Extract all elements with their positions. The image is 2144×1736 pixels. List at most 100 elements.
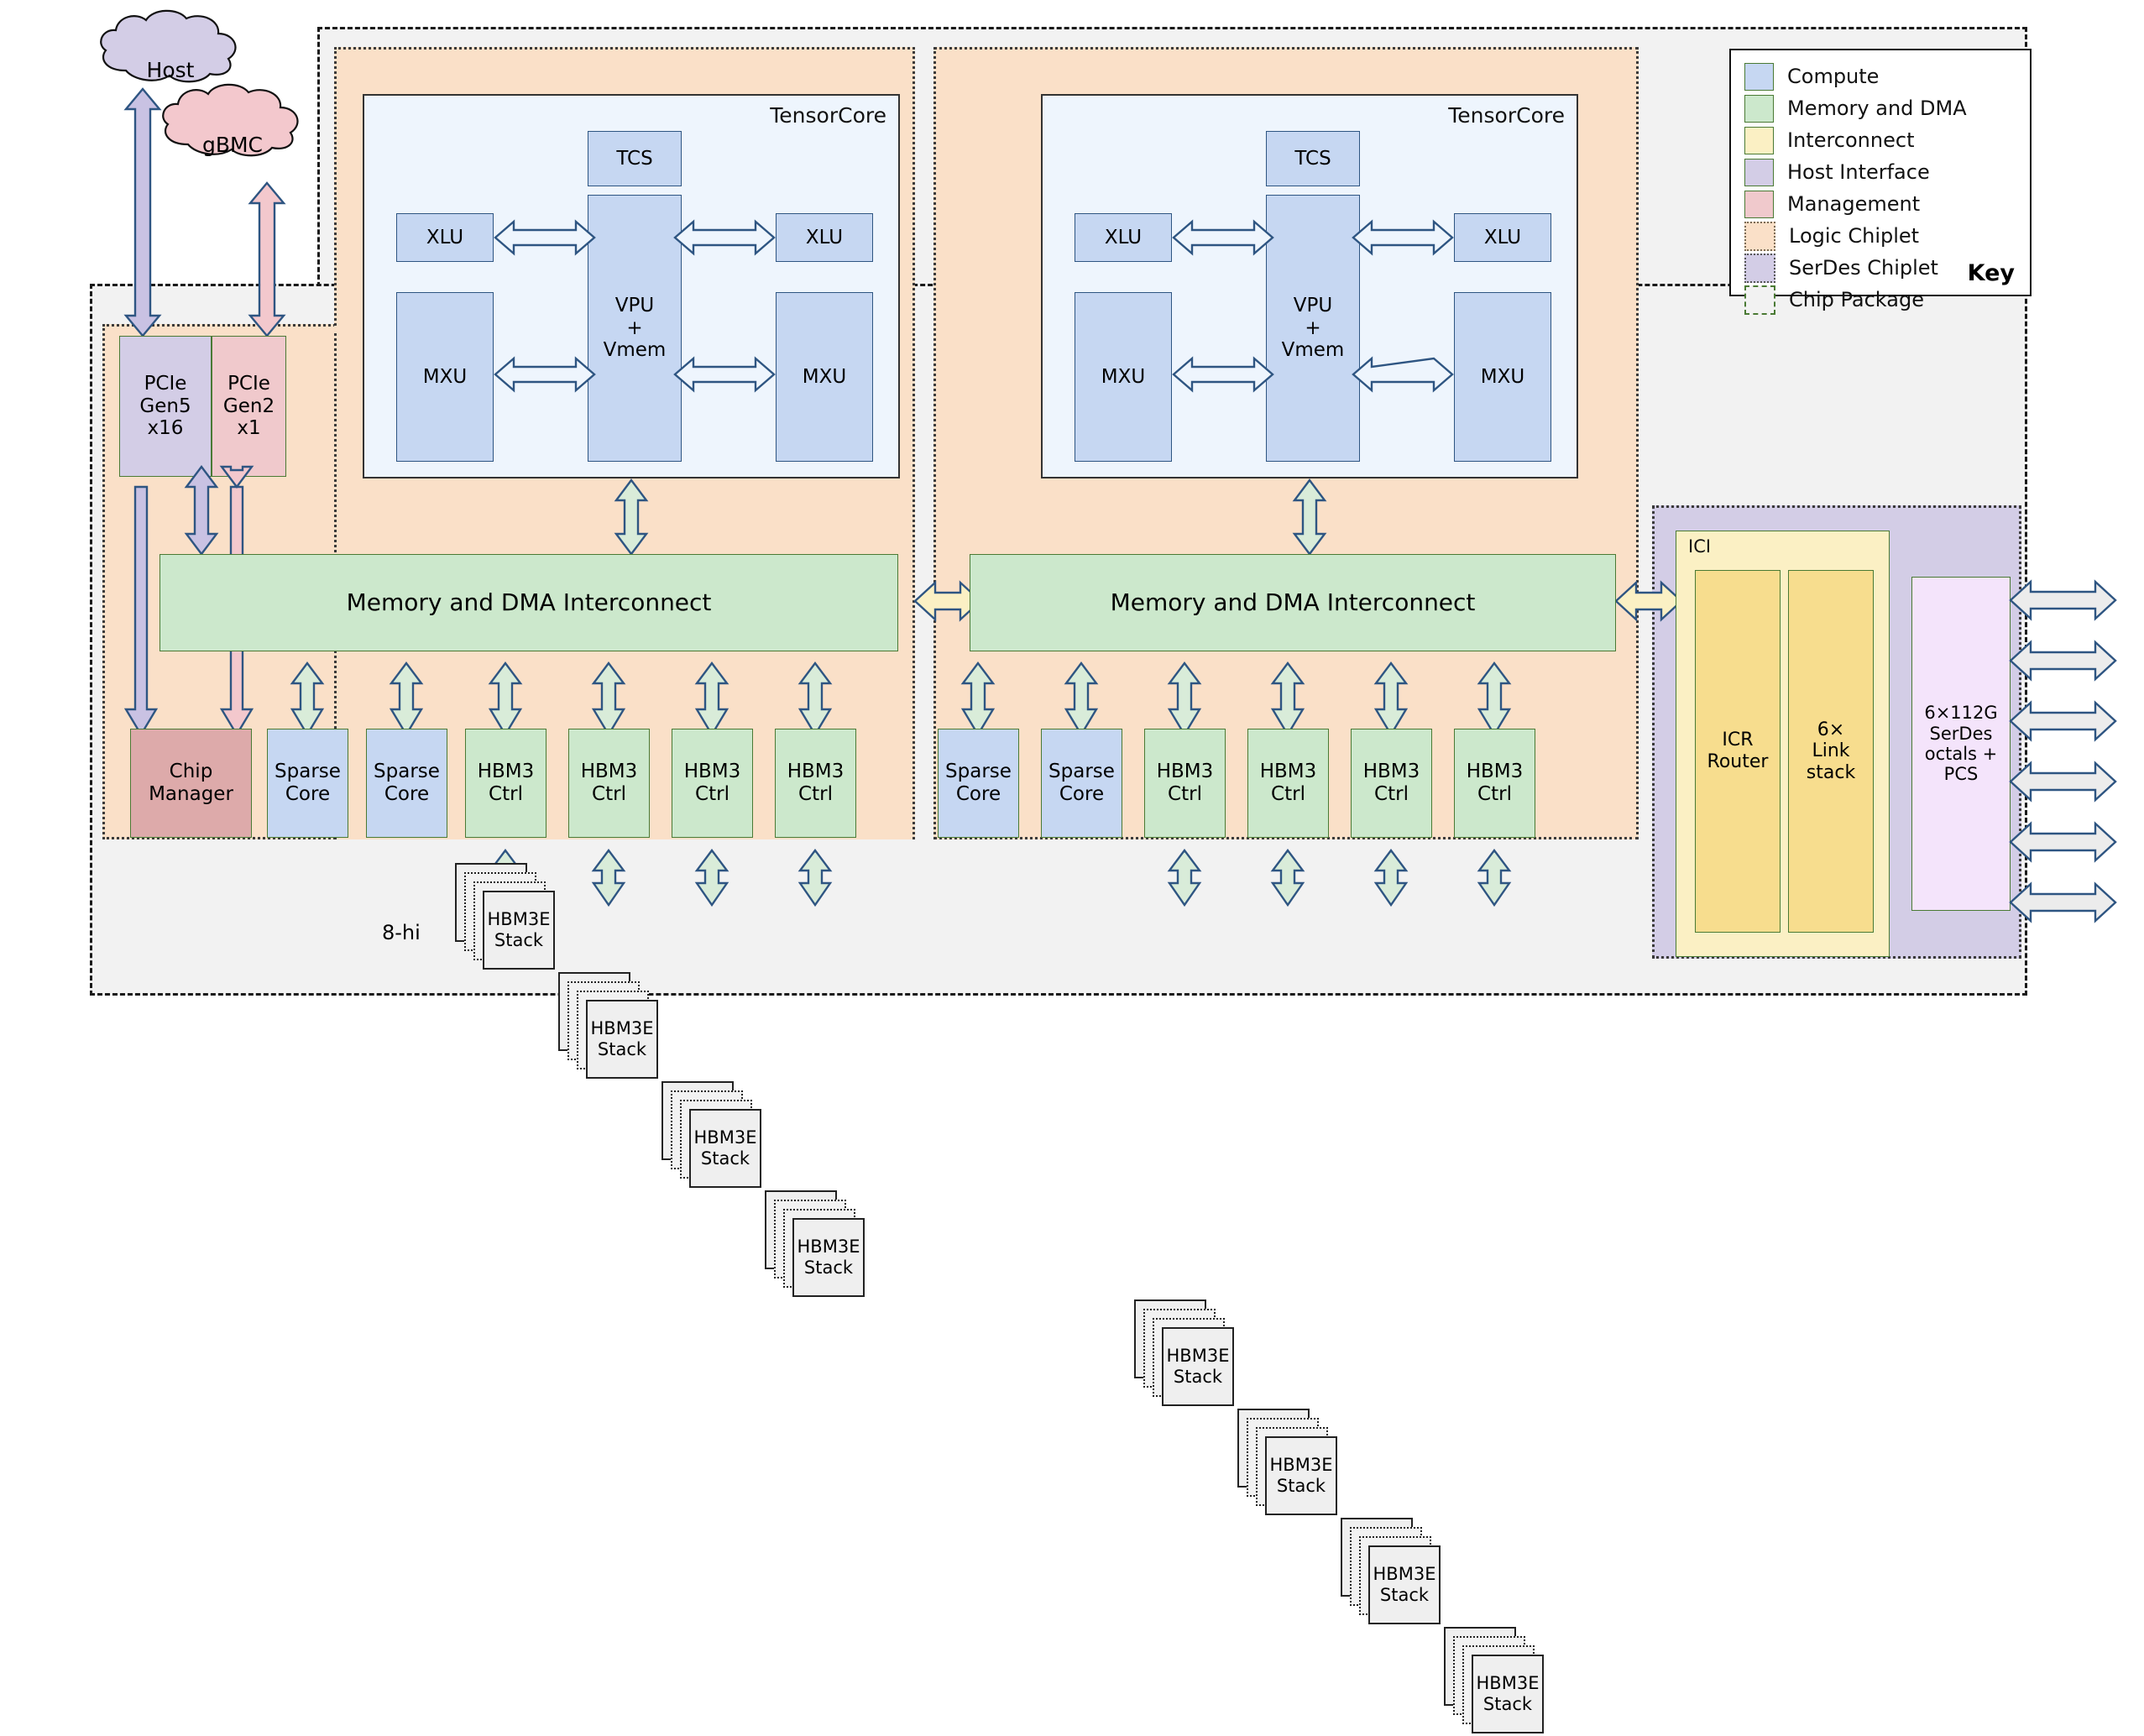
legend-item-chip-package: Chip Package: [1744, 284, 2016, 316]
hbm3e-stack-4[interactable]: HBM3E Stack: [765, 1190, 865, 1299]
pcie-gen5-block[interactable]: PCIe Gen5 x16: [119, 336, 212, 477]
hbm3e-stack-6-card-front: HBM3E Stack: [1265, 1436, 1337, 1515]
tcs-right[interactable]: TCS: [1266, 131, 1360, 186]
legend-swatch-host-interface: [1744, 158, 1774, 186]
memory-dma-interconnect-left[interactable]: Memory and DMA Interconnect: [159, 554, 898, 651]
hbm3e-stack-8-card-front: HBM3E Stack: [1472, 1655, 1544, 1733]
serdes-line-1: 6×112G: [1924, 703, 1998, 724]
legend-label-chip-package: Chip Package: [1789, 288, 1924, 311]
tcs-left[interactable]: TCS: [588, 131, 682, 186]
hbm3e-stack-7[interactable]: HBM3E Stack: [1341, 1518, 1441, 1627]
hbm3-ctrl-8-line-1: HBM3: [1466, 761, 1524, 783]
vpu-vmem-right[interactable]: VPU + Vmem: [1266, 195, 1360, 462]
xlu-right-1-label: XLU: [1104, 226, 1143, 248]
hbm3-ctrl-2[interactable]: HBM3 Ctrl: [568, 729, 650, 838]
hbm3e-stack-7-card-front: HBM3E Stack: [1368, 1545, 1441, 1624]
hbm3-ctrl-8-line-2: Ctrl: [1477, 783, 1512, 805]
vpu-right-line-2: +: [1305, 316, 1321, 339]
hbm3-ctrl-6-line-1: HBM3: [1259, 761, 1317, 783]
hbm3e-stack-1[interactable]: HBM3E Stack: [455, 863, 556, 972]
hbm3-ctrl-5-line-1: HBM3: [1156, 761, 1214, 783]
hbm3e-stack-1-line-1: HBM3E: [487, 908, 551, 929]
hbm3e-stack-7-line-2: Stack: [1379, 1585, 1430, 1605]
legend-item-logic-chiplet: Logic Chiplet: [1744, 220, 2016, 252]
xlu-left-2[interactable]: XLU: [776, 213, 873, 262]
hbm3e-stack-3-line-1: HBM3E: [693, 1127, 757, 1148]
serdes-octals-pcs[interactable]: 6×112G SerDes octals + PCS: [1911, 577, 2011, 911]
hbm3e-stack-5[interactable]: HBM3E Stack: [1134, 1299, 1235, 1409]
ici-label: ICI: [1688, 536, 1712, 557]
vpu-left-line-3: Vmem: [603, 339, 667, 362]
gbmc-cloud-label: gBMC: [201, 132, 264, 157]
sparse-core-4[interactable]: Sparse Core: [1041, 729, 1122, 838]
sparse-core-4-line-1: Sparse: [1048, 761, 1115, 783]
tensorcore-left-arrows: [494, 219, 776, 393]
sparse-core-2-line-2: Core: [384, 783, 430, 805]
hbm3-ctrl-3[interactable]: HBM3 Ctrl: [672, 729, 753, 838]
link-stack[interactable]: 6× Link stack: [1788, 570, 1874, 933]
hbm3-ctrl-2-line-2: Ctrl: [592, 783, 626, 805]
pcie-gen2-block[interactable]: PCIe Gen2 x1: [212, 336, 286, 477]
vpu-vmem-left[interactable]: VPU + Vmem: [588, 195, 682, 462]
legend-item-interconnect: Interconnect: [1744, 124, 2016, 156]
right-chiplet-arrows: [913, 478, 1683, 907]
pcie-gen5-line-2: Gen5: [139, 395, 191, 417]
hbm3-ctrl-1[interactable]: HBM3 Ctrl: [465, 729, 546, 838]
legend-swatch-memory-dma: [1744, 94, 1774, 123]
sparse-core-3[interactable]: Sparse Core: [938, 729, 1019, 838]
memory-dma-interconnect-left-label: Memory and DMA Interconnect: [346, 588, 712, 616]
legend-swatch-serdes-chiplet: [1744, 253, 1775, 283]
xlu-right-2[interactable]: XLU: [1454, 213, 1551, 262]
xlu-left-1-label: XLU: [426, 226, 464, 248]
hbm3-ctrl-7[interactable]: HBM3 Ctrl: [1351, 729, 1432, 838]
hbm3e-stack-1-card-front: HBM3E Stack: [483, 891, 555, 970]
xlu-right-1[interactable]: XLU: [1075, 213, 1172, 262]
hbm3-ctrl-5-line-2: Ctrl: [1168, 783, 1202, 805]
vpu-right-line-3: Vmem: [1281, 339, 1345, 362]
legend-swatch-management: [1744, 190, 1774, 218]
legend-swatch-chip-package: [1744, 285, 1775, 315]
pcie-gen2-line-1: PCIe: [227, 372, 270, 395]
sparse-core-2-line-1: Sparse: [374, 761, 440, 783]
hbm3e-stack-8[interactable]: HBM3E Stack: [1444, 1627, 1545, 1736]
hbm3-ctrl-6[interactable]: HBM3 Ctrl: [1247, 729, 1329, 838]
hbm3e-stack-5-line-1: HBM3E: [1166, 1345, 1230, 1366]
hbm3-ctrl-8[interactable]: HBM3 Ctrl: [1454, 729, 1535, 838]
legend-label-serdes-chiplet: SerDes Chiplet: [1789, 256, 1938, 280]
logic-chiplet-left-seam2: [105, 327, 340, 333]
hbm3-ctrl-5[interactable]: HBM3 Ctrl: [1144, 729, 1226, 838]
hbm3e-stack-2-line-1: HBM3E: [590, 1017, 654, 1038]
sparse-core-1[interactable]: Sparse Core: [267, 729, 348, 838]
hbm3-ctrl-3-line-2: Ctrl: [695, 783, 729, 805]
sparse-core-2[interactable]: Sparse Core: [366, 729, 447, 838]
legend-item-management: Management: [1744, 188, 2016, 220]
legend-label-logic-chiplet: Logic Chiplet: [1789, 224, 1920, 248]
legend-swatch-compute: [1744, 62, 1774, 91]
tcs-left-label: TCS: [616, 147, 653, 170]
mxu-right-2[interactable]: MXU: [1454, 292, 1551, 462]
hbm3e-stack-3-line-2: Stack: [700, 1148, 750, 1169]
xlu-left-2-label: XLU: [805, 226, 844, 248]
tensorcore-left: TensorCore TCS VPU + Vmem XLU XLU MXU MX…: [363, 94, 900, 478]
hbm3-ctrl-6-line-2: Ctrl: [1271, 783, 1305, 805]
legend-label-interconnect: Interconnect: [1787, 128, 1915, 152]
hbm3-ctrl-7-line-2: Ctrl: [1374, 783, 1409, 805]
hbm3-ctrl-4[interactable]: HBM3 Ctrl: [775, 729, 856, 838]
hbm3e-stack-3[interactable]: HBM3E Stack: [662, 1081, 762, 1190]
mxu-left-1[interactable]: MXU: [396, 292, 494, 462]
hbm3e-stack-6[interactable]: HBM3E Stack: [1237, 1409, 1338, 1518]
sparse-core-1-line-2: Core: [285, 783, 331, 805]
vpu-left-line-2: +: [626, 316, 643, 339]
serdes-line-2: SerDes: [1929, 723, 1993, 744]
mxu-right-1[interactable]: MXU: [1075, 292, 1172, 462]
hbm3e-stack-2-line-2: Stack: [597, 1039, 647, 1059]
link-stack-line-2: Link: [1812, 740, 1850, 762]
chip-manager[interactable]: Chip Manager: [130, 729, 252, 838]
memory-dma-interconnect-right[interactable]: Memory and DMA Interconnect: [970, 554, 1616, 651]
legend-label-memory-dma: Memory and DMA: [1787, 97, 1967, 120]
hbm3-ctrl-3-line-1: HBM3: [683, 761, 741, 783]
xlu-left-1[interactable]: XLU: [396, 213, 494, 262]
legend-title: Key: [1967, 260, 2015, 286]
mxu-left-2[interactable]: MXU: [776, 292, 873, 462]
icr-router[interactable]: ICR Router: [1695, 570, 1781, 933]
